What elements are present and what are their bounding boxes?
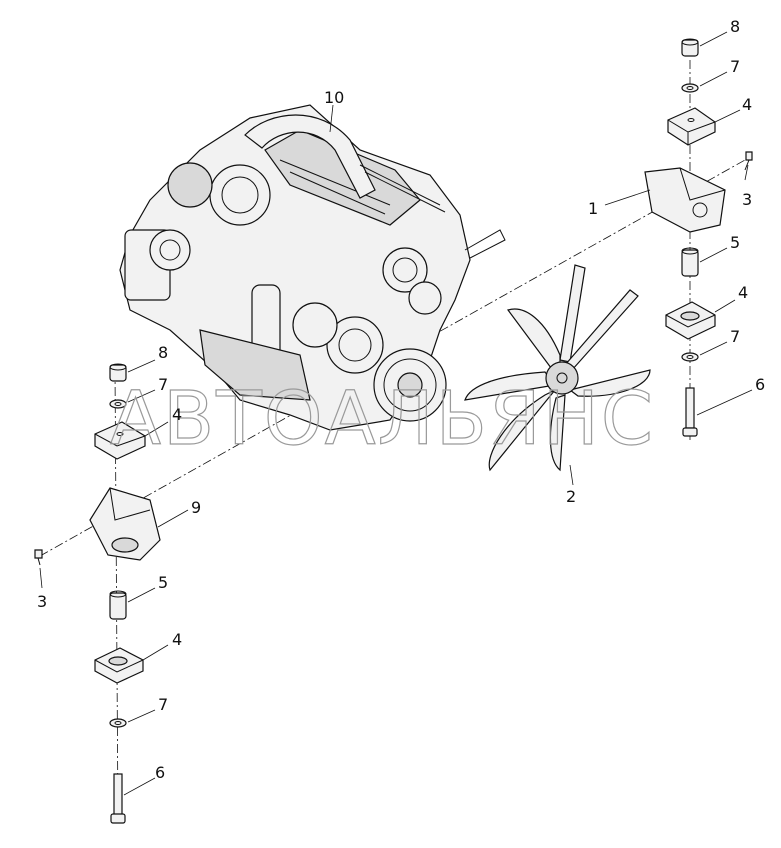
callout-7-right-top: 7 [730, 57, 740, 76]
callout-8-right: 8 [730, 17, 740, 36]
callout-4-right-top: 4 [742, 95, 752, 114]
callout-7-right-lower: 7 [730, 327, 740, 346]
right-mount-stack [644, 38, 753, 437]
leader-lines [39, 31, 753, 796]
callout-3-left: 3 [37, 592, 47, 611]
callout-8-left: 8 [158, 343, 168, 362]
callout-1: 1 [588, 199, 598, 218]
left-mount-stack [34, 363, 161, 824]
watermark: АВТОАЛЬЯНС [110, 376, 655, 462]
callout-4-left-lower: 4 [172, 630, 182, 649]
callout-2: 2 [566, 487, 576, 506]
callout-6-left: 6 [155, 763, 165, 782]
callout-4-left-top: 4 [172, 405, 182, 424]
callout-9: 9 [191, 498, 201, 517]
callout-5-right: 5 [730, 233, 740, 252]
fan [464, 264, 651, 472]
callout-7-left-top: 7 [158, 375, 168, 394]
callout-5-left: 5 [158, 573, 168, 592]
callout-7-left-lower: 7 [158, 695, 168, 714]
callout-labels: 8 7 4 3 1 5 4 7 6 10 2 8 7 4 9 3 5 4 7 6 [37, 17, 765, 782]
callout-10: 10 [324, 88, 344, 107]
engine-assembly [119, 104, 506, 431]
callout-4-right-lower: 4 [738, 283, 748, 302]
callout-3-right: 3 [742, 190, 752, 209]
callout-6-right: 6 [755, 375, 765, 394]
